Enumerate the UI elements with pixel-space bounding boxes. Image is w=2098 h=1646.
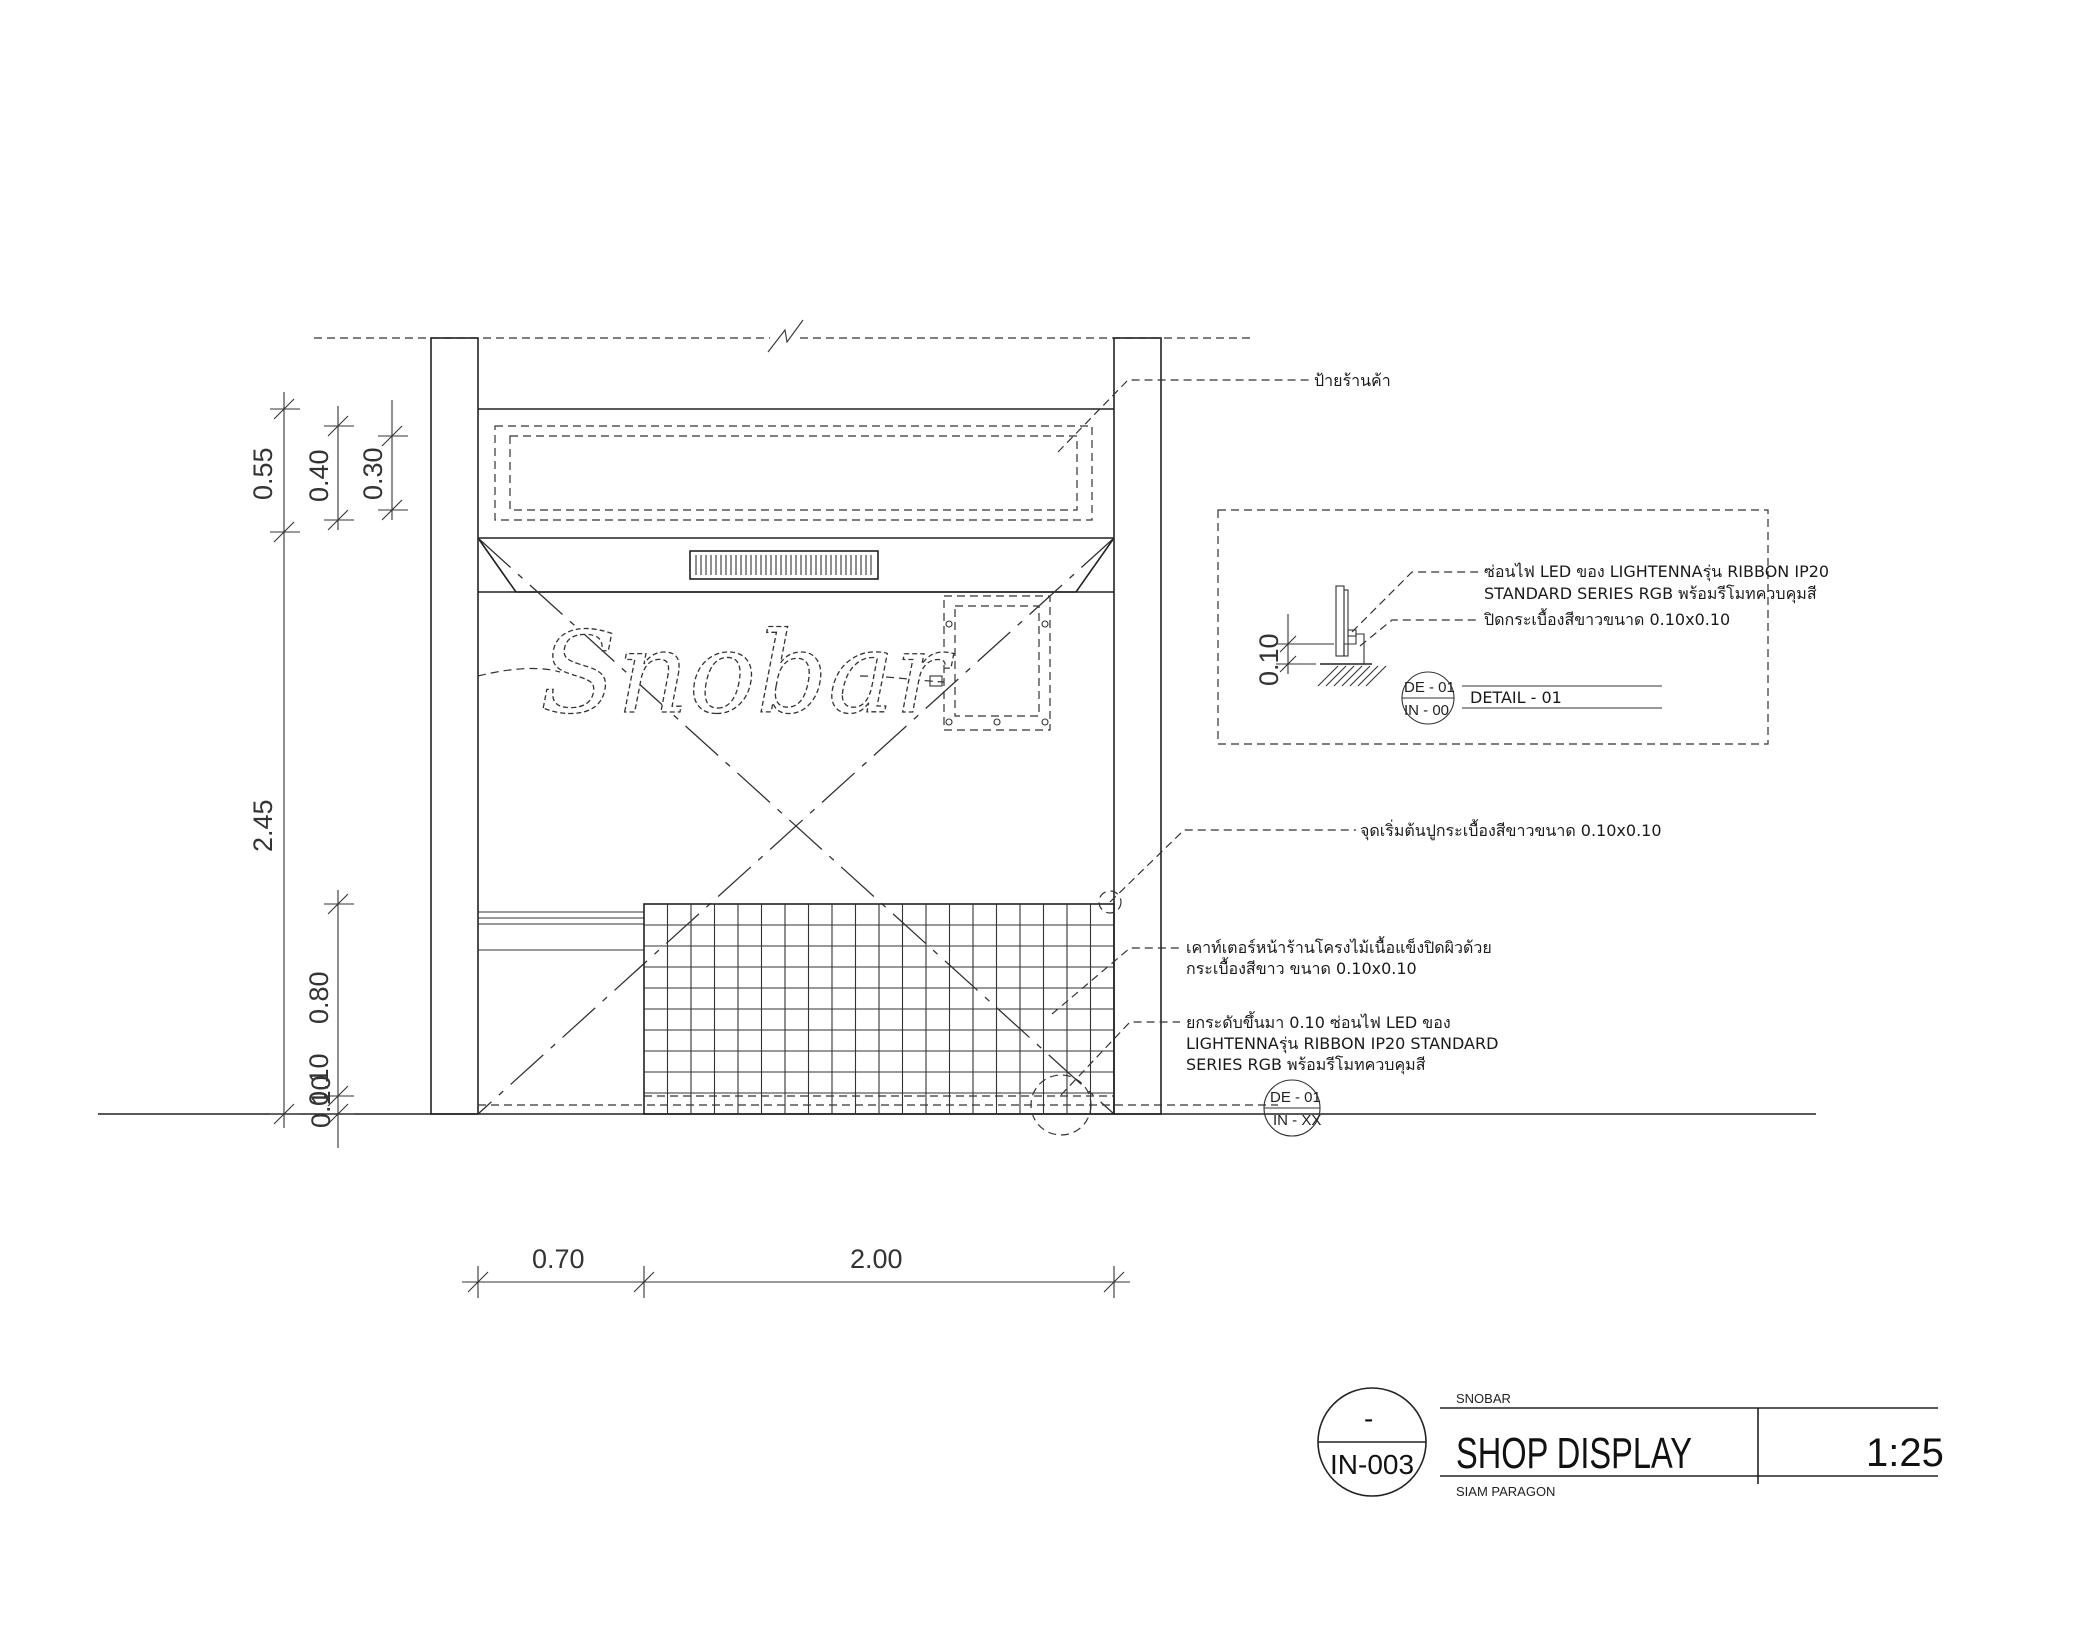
title-block: - IN-003 SNOBAR SHOP DISPLAY SIAM PARAGO… [1317,1387,1944,1499]
annotation-shop-sign: ป้ายร้านค้า [1314,371,1391,390]
menu-board-outer [943,595,1051,731]
annotation-counter-1: เคาท์เตอร์หน้าร้านโครงไม้เนื้อแข็งปิดผิว… [1186,936,1492,957]
dim-010-bottom: 0.10 [306,1075,336,1128]
bubble-top-text: DE - 01 [1270,1089,1321,1106]
dim-200: 2.00 [850,1244,903,1274]
neon-sign: Snobar [477,608,955,740]
hatch-stroke [1357,665,1379,687]
signboard-panel-inner [509,435,1078,511]
dim-tick [1103,1271,1125,1293]
screw [945,718,953,726]
horizontal-dimensions: 0.70 2.00 [462,1244,1130,1298]
detail-hatch [1317,665,1387,687]
title-bubble-bottom: IN-003 [1330,1449,1414,1480]
detail-callout-circle [1030,1074,1092,1136]
neon-sign-text: Snobar [540,609,955,739]
hatch-stroke [1341,665,1363,687]
detail-post [1335,585,1345,657]
detail-note-1a: ซ่อนไฟ LED ของ LIGHTENNAรุ่น RIBBON IP20 [1484,562,1829,582]
detail-leader-2 [1359,619,1480,647]
opening-diagonal-b [477,537,1115,1115]
detail-dim-text: 0.10 [1254,633,1284,686]
detail-bubble-top: DE - 01 [1404,679,1455,696]
detail-label: DETAIL - 01 [1470,688,1562,707]
screw [1041,718,1049,726]
hatch-stroke [1317,665,1339,687]
dim-080: 0.80 [304,971,334,1024]
section-bubble: DE - 01 IN - XX [1263,1079,1321,1137]
hatch-stroke [1365,665,1387,687]
tile-grid [644,904,1114,1114]
annotation-tile-start: จุดเริ่มต้นปูกระเบื้องสีขาวขนาด 0.10x0.1… [1360,819,1662,841]
screw [945,620,953,628]
dim-tick [1279,655,1297,673]
menu-board-screws [945,620,1049,726]
annotation-led-base-1: ยกระดับขึ้นมา 0.10 ซ่อนไฟ LED ของ [1186,1011,1451,1032]
annotation-led-base-3: SERIES RGB พร้อมรีโมทควบคุมสี [1186,1055,1426,1075]
dim-070: 0.70 [532,1244,585,1274]
sheet-title: SHOP DISPLAY [1456,1429,1692,1478]
detail-bubble-bottom: IN - 00 [1404,702,1449,719]
leader-counter [1051,947,1180,1015]
dim-tick [467,1271,489,1293]
dim-040: 0.40 [304,449,334,502]
scale: 1:25 [1866,1431,1944,1475]
annotation-counter-2: กระเบื้องสีขาว ขนาด 0.10x0.10 [1186,957,1417,978]
location: SIAM PARAGON [1456,1484,1555,1499]
detail-01: 0.10 ซ่อนไฟ LED ของ LIGHTENNAรุ่น RIBBON… [1217,509,1829,745]
bubble-bottom-text: IN - XX [1273,1112,1321,1129]
ac-grille [689,550,879,580]
detail-led [1347,629,1357,637]
detail-note-2: ปิดกระเบื้องสีขาวขนาด 0.10x0.10 [1484,608,1731,629]
leader-tile-start [1109,829,1356,903]
detail-post-inner [1343,589,1349,657]
screw [1041,620,1049,628]
right-column [1113,337,1162,1115]
hatch-stroke [1349,665,1371,687]
left-column [430,337,479,1115]
ac-grille-slats [695,555,872,575]
detail-frame [1217,509,1769,745]
dim-tick [1279,635,1297,653]
hatch-stroke [1325,665,1347,687]
detail-leader-1 [1351,571,1480,633]
annotation-led-base-2: LIGHTENNAรุ่น RIBBON IP20 STANDARD [1186,1034,1498,1054]
title-bubble-top: - [1364,1403,1373,1434]
dim-tick [633,1271,655,1293]
neon-transformer [929,675,943,687]
screw [993,718,1001,726]
counter [478,903,1115,1115]
neon-cable [477,667,561,677]
detail-note-1b: STANDARD SERIES RGB พร้อมรีโมทควบคุมสี [1484,584,1817,604]
neon-cable-end [859,675,945,683]
project-name: SNOBAR [1456,1391,1511,1406]
vertical-dimensions: 0.55 2.45 0.10 0.40 0.80 0.10 0.30 [248,392,408,1148]
leader-shop-sign [1057,379,1310,453]
dim-245: 2.45 [248,799,278,852]
detail-step [1343,633,1365,664]
shop-elevation: Snobar DE - 01 IN - XX ป้ายร้านค้า จ [98,319,1816,1137]
leader-led-base [1060,1021,1180,1096]
dim-030: 0.30 [358,447,388,500]
dim-010-top: 0.10 [304,1053,334,1106]
break-symbol [767,319,804,353]
tile-start-marker [1098,890,1122,914]
hatch-stroke [1333,665,1355,687]
dim-055: 0.55 [248,447,278,500]
menu-board-inner [954,605,1040,717]
signboard-panel-outer [494,425,1093,521]
